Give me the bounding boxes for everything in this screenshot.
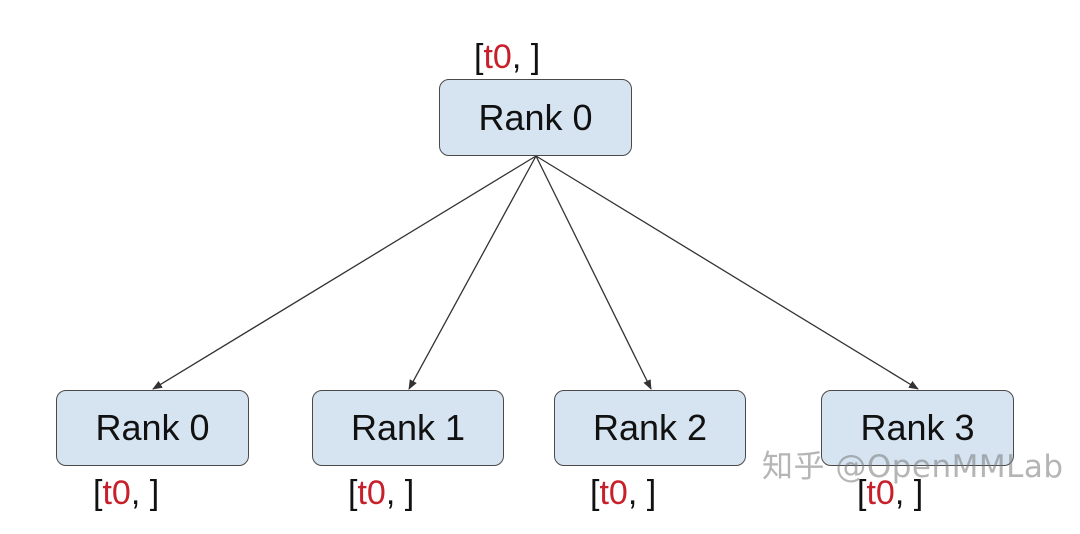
root-buffer-rest: , ]: [511, 38, 541, 76]
root-node-rank-0: Rank 0: [439, 79, 632, 156]
child-node-label: Rank 2: [592, 407, 708, 448]
buffer-rest: , ]: [385, 474, 415, 512]
child-node-rank-1: Rank 1: [312, 390, 504, 466]
edge-root-to-rank-1: [408, 155, 537, 390]
child-node-rank-3: Rank 3: [821, 390, 1014, 466]
buffer-open: [: [590, 474, 600, 512]
buffer-rest: , ]: [894, 474, 924, 512]
edge-root-to-rank-2: [535, 155, 652, 390]
buffer-rest: , ]: [130, 474, 160, 512]
buffer-open: [: [93, 474, 103, 512]
edge-root-to-rank-3: [535, 155, 919, 390]
watermark-text: 知乎 @OpenMMLab: [762, 449, 1064, 485]
child-node-label: Rank 3: [860, 407, 975, 448]
child-3-buffer-label: [t0, ]: [857, 476, 923, 510]
root-node-label: Rank 0: [478, 96, 593, 138]
root-buffer-label: [t0, ]: [474, 40, 540, 74]
buffer-value: t0: [599, 474, 628, 512]
root-buffer-value: t0: [483, 38, 512, 76]
child-0-buffer-label: [t0, ]: [93, 476, 159, 510]
child-node-label: Rank 0: [95, 407, 210, 448]
child-2-buffer-label: [t0, ]: [590, 476, 656, 510]
buffer-rest: , ]: [627, 474, 657, 512]
child-1-buffer-label: [t0, ]: [348, 476, 414, 510]
buffer-value: t0: [866, 474, 895, 512]
edge-root-to-rank-0: [152, 155, 537, 390]
buffer-value: t0: [102, 474, 131, 512]
buffer-value: t0: [357, 474, 386, 512]
child-node-label: Rank 1: [350, 407, 466, 448]
buffer-open: [: [348, 474, 358, 512]
child-node-rank-0: Rank 0: [56, 390, 249, 466]
root-buffer-open: [: [474, 38, 484, 76]
child-node-rank-2: Rank 2: [554, 390, 746, 466]
buffer-open: [: [857, 474, 867, 512]
